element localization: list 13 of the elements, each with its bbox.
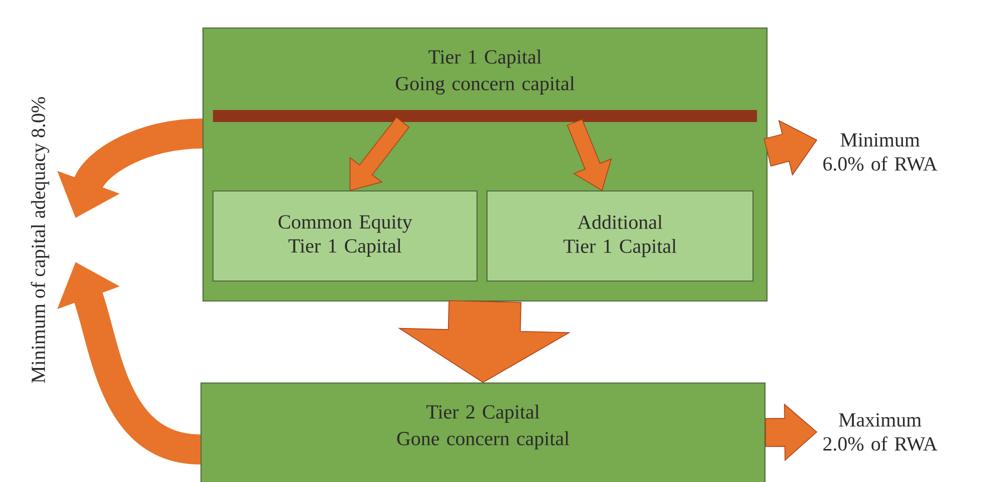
capital-box: Common Equity Tier 1 Capital [212, 190, 478, 282]
block-arrow [398, 300, 571, 383]
block-arrow [566, 118, 612, 192]
capital-box: Additional Tier 1 Capital [486, 190, 754, 282]
block-arrow [764, 120, 818, 176]
ratio-note: Minimum 6.0% of RWA [823, 133, 938, 171]
capital-box [200, 382, 766, 482]
adequacy-label: Minimum of capital adequacy 8.0% [30, 97, 50, 383]
ratio-note: Maximum 2.0% of RWA [823, 413, 938, 451]
box-heading: Tier 2 Capital Gone concern capital [397, 404, 570, 450]
bar [213, 110, 757, 122]
box-heading: Tier 1 Capital Going concern capital [396, 50, 575, 94]
block-arrow [765, 403, 818, 462]
